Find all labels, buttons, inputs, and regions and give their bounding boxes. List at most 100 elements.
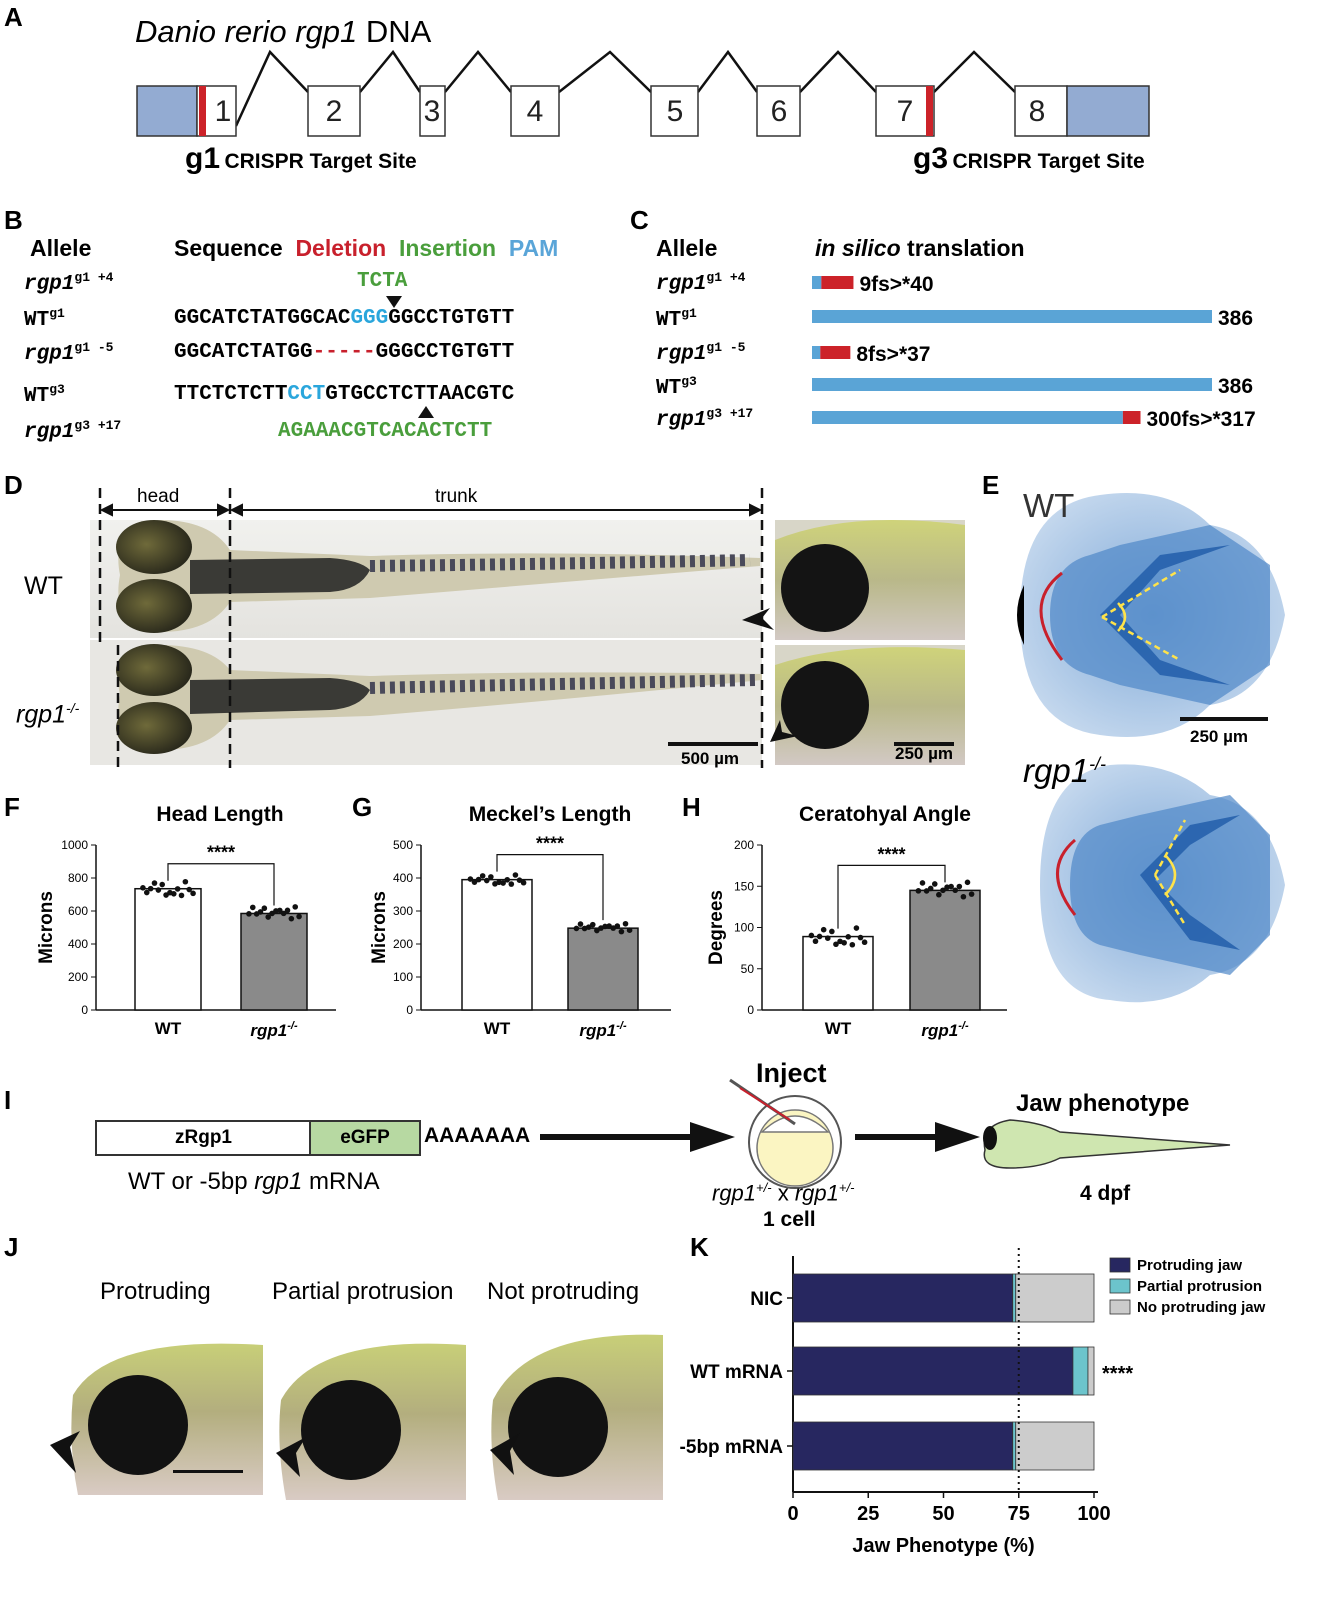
exon-label: 8 — [1029, 95, 1046, 128]
wt-label: WT — [24, 572, 63, 600]
data-point — [151, 880, 158, 886]
x-tick-label: rgp1-/- — [250, 1020, 298, 1040]
data-point — [808, 932, 815, 939]
data-point — [589, 921, 596, 928]
stacked-segment — [1015, 1273, 1095, 1323]
c-allele-row: rgp1g1 -5 — [656, 340, 746, 366]
y-tick-label: 800 — [68, 871, 88, 885]
data-point — [186, 886, 193, 893]
data-point — [812, 938, 819, 945]
data-point — [174, 886, 181, 892]
data-point — [500, 880, 506, 886]
data-point — [143, 889, 150, 896]
gene-diagram: 1 2 3 4 5 6 7 8 — [136, 49, 1150, 137]
significance-label: **** — [1102, 1363, 1133, 1385]
significance-bracket — [837, 864, 946, 929]
data-point — [155, 887, 162, 893]
data-point — [857, 934, 864, 941]
data-point — [182, 878, 189, 885]
y-tick-label: 150 — [734, 879, 754, 893]
data-point — [471, 879, 478, 885]
data-point — [861, 939, 868, 946]
c-allele-row: rgp1g1 +4 — [656, 270, 746, 296]
data-point — [479, 873, 486, 879]
data-point — [626, 927, 633, 934]
data-point — [948, 883, 954, 890]
exon-label: 4 — [527, 95, 544, 128]
data-point — [577, 921, 584, 927]
chart-title: Head Length — [156, 803, 283, 826]
data-point — [944, 884, 950, 890]
y-axis-label: Microns — [369, 891, 390, 964]
insertion-top: TCTA — [357, 270, 408, 293]
gene-title: Danio rerio rgp1 DNA — [135, 14, 432, 49]
x-tick-label: rgp1-/- — [579, 1020, 627, 1040]
data-point — [923, 888, 930, 894]
y-tick-label: 200 — [68, 970, 88, 984]
b-allele-row: WTg1 — [24, 306, 65, 332]
panel-label-h: H — [682, 792, 701, 822]
data-point — [968, 891, 975, 897]
data-point — [488, 874, 494, 880]
panel-label-k: K — [690, 1232, 709, 1262]
x-tick-label: WT — [484, 1019, 511, 1038]
b-allele-row: WTg3 — [24, 382, 65, 408]
stacked-segment — [792, 1346, 1074, 1396]
data-point — [614, 923, 621, 929]
b-allele-header: Allele — [30, 235, 92, 261]
y-tick-label: 200 — [734, 838, 754, 852]
exon-label: 5 — [667, 95, 684, 128]
jaw-phenotype-label: Jaw phenotype — [1016, 1090, 1190, 1117]
e-scale-label: 250 µm — [1190, 727, 1248, 746]
insert-arrow-down — [386, 296, 402, 308]
sequence-wt-g3: TTCTCTCTTCCTGTGCCTCTTAACGTC — [174, 383, 515, 406]
y-tick-label: 400 — [68, 937, 88, 951]
x-axis-label: Jaw Phenotype (%) — [852, 1535, 1034, 1557]
stacked-segment — [1072, 1346, 1089, 1396]
data-point — [284, 907, 291, 914]
data-point — [931, 881, 938, 887]
stacked-segment — [1012, 1273, 1017, 1323]
x-tick-label: 0 — [787, 1503, 798, 1525]
zrgp1-box: zRgp1 — [95, 1120, 312, 1156]
stacked-segment — [792, 1421, 1014, 1471]
data-point — [585, 924, 592, 930]
b-legend: Sequence Deletion Insertion PAM — [174, 235, 559, 261]
data-point — [964, 879, 971, 886]
injection-schematic — [540, 1078, 1231, 1189]
data-point — [508, 881, 515, 887]
jaw-images — [50, 1305, 663, 1500]
y-tick-label: 0 — [406, 1003, 413, 1017]
mutant-label: rgp1-/- — [16, 700, 80, 729]
data-point — [816, 933, 823, 940]
bar — [461, 878, 533, 1011]
data-point — [159, 881, 166, 888]
data-point — [960, 893, 967, 900]
y-tick-label: 600 — [68, 904, 88, 918]
category-label: WT mRNA — [690, 1362, 783, 1383]
j-label-protruding: Protruding — [100, 1278, 211, 1305]
inject-label: Inject — [756, 1058, 827, 1088]
data-point — [820, 926, 827, 933]
x-tick-label: 50 — [932, 1503, 954, 1525]
polya-tail: AAAAAAA — [424, 1124, 531, 1147]
y-tick-label: 500 — [393, 838, 413, 852]
data-point — [956, 883, 963, 890]
data-point — [915, 888, 922, 894]
significance-bracket — [167, 863, 275, 906]
data-point — [483, 877, 490, 884]
translation-bar-normal — [812, 310, 1212, 323]
exon-label: 6 — [771, 95, 788, 128]
panel-label-f: F — [4, 792, 20, 822]
chart-title: Meckel’s Length — [469, 803, 632, 826]
translation-bar-normal — [812, 378, 1212, 391]
data-point — [504, 876, 511, 883]
scale-bar-label: 250 µm — [895, 744, 953, 763]
x-tick-label: rgp1-/- — [921, 1020, 969, 1040]
data-point — [824, 935, 831, 941]
data-point — [296, 913, 302, 920]
stacked-segment — [792, 1273, 1014, 1323]
data-point — [246, 911, 252, 917]
